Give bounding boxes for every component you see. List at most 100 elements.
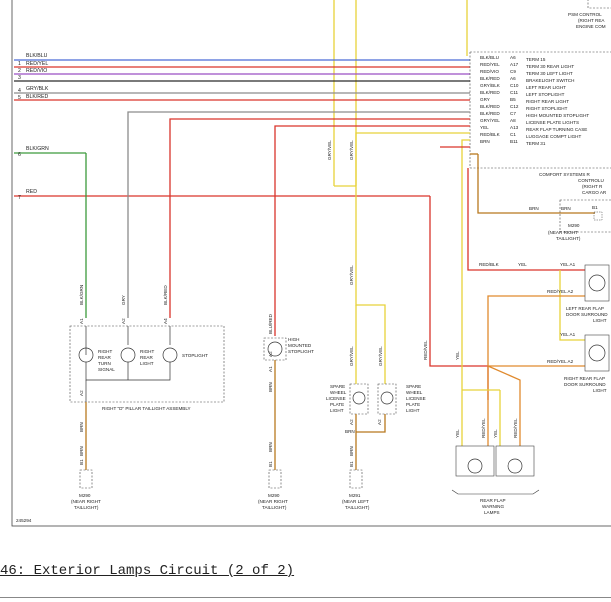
svg-text:WHEEL: WHEEL xyxy=(406,390,423,395)
svg-text:BRN: BRN xyxy=(345,429,355,434)
svg-text:RED/YEL: RED/YEL xyxy=(481,418,486,438)
svg-text:BRN: BRN xyxy=(79,422,84,432)
svg-text:TURN: TURN xyxy=(98,361,111,366)
left-wire-label-6: BLK/GRN xyxy=(26,146,49,152)
module-pin-term: RIGHT REAR LIGHT xyxy=(526,99,569,104)
comfort-label-3: (RIGHT R xyxy=(582,184,603,189)
module-pin-wire: RED/YEL xyxy=(480,62,500,67)
module-pin-term: LEFT REAR LIGHT xyxy=(526,85,566,90)
module-pin-id: B11 xyxy=(510,139,518,144)
left-wire-num-1: 1 xyxy=(18,61,21,67)
vlabel-gry-vel-1: GRY/VEL xyxy=(327,140,332,160)
svg-text:BRN: BRN xyxy=(79,446,84,456)
wiring-diagram: PSM CONTROL (RIGHT REA ENGINE COM BLK/BL… xyxy=(11,0,611,527)
svg-text:LEFT REAR FLAP: LEFT REAR FLAP xyxy=(566,306,604,311)
left-wire-label-2: RED/VIO xyxy=(26,68,47,74)
svg-text:STOPLIGHT: STOPLIGHT xyxy=(288,349,314,354)
psm-label-1: PSM CONTROL xyxy=(568,12,602,17)
svg-text:A2: A2 xyxy=(79,390,84,396)
svg-text:LICENSE: LICENSE xyxy=(326,396,346,401)
svg-text:REAR: REAR xyxy=(140,355,153,360)
module-pin-wire: YEL xyxy=(480,125,489,130)
svg-text:RIGHT: RIGHT xyxy=(140,349,154,354)
svg-text:DOOR SURROUND: DOOR SURROUND xyxy=(566,312,608,317)
svg-text:RIGHT REAR FLAP: RIGHT REAR FLAP xyxy=(564,376,605,381)
brn-ground-desc1: (NEAR RIGHT xyxy=(548,230,578,235)
svg-text:RED/BLK: RED/BLK xyxy=(479,262,500,267)
module-pin-term: BRAKELIGHT SWITCH xyxy=(526,78,574,83)
wire-flap-feed xyxy=(467,168,585,271)
svg-text:BRN: BRN xyxy=(349,446,354,456)
left-wire-group xyxy=(14,59,470,197)
module-pin-wire: BLK/RED xyxy=(480,111,500,116)
svg-text:A2: A2 xyxy=(121,318,126,324)
left-wire-num-7: 7 xyxy=(18,195,21,201)
wire-brn-ground xyxy=(477,154,595,214)
svg-text:STOPLIGHT: STOPLIGHT xyxy=(182,353,208,358)
left-wire-num-4: 4 xyxy=(18,88,21,94)
svg-text:LAMPS: LAMPS xyxy=(484,510,500,515)
svg-text:M290: M290 xyxy=(268,493,280,498)
rear-flap-warning-lamps: YEL RED/YEL YEL RED/YEL REAR FLAP WARNIN… xyxy=(451,418,540,515)
comfort-label-1: COMFORT SYSTEMS R xyxy=(539,172,591,177)
left-wire-label-7: RED xyxy=(26,189,37,195)
svg-text:RED/YEL A2: RED/YEL A2 xyxy=(547,289,574,294)
diagram-id: 245294 xyxy=(16,518,32,523)
svg-text:TAILLIGHT): TAILLIGHT) xyxy=(262,505,287,510)
module-pin-term: TERM 15 xyxy=(526,57,546,62)
module-pin-id: C1 xyxy=(510,132,516,137)
svg-text:BRN: BRN xyxy=(268,442,273,452)
module-pin-id: A8 xyxy=(510,118,516,123)
brn-ground-desc2: TAILLIGHT) xyxy=(556,236,581,241)
svg-text:A4: A4 xyxy=(163,318,168,324)
svg-text:A2: A2 xyxy=(349,419,354,425)
svg-text:PLATE: PLATE xyxy=(406,402,420,407)
module-pin-wire: RED/BLK xyxy=(480,132,501,137)
vlabel-gry-vel-3: GRY/VEL xyxy=(349,265,354,285)
left-wire-label-1: RED/YEL xyxy=(26,61,48,67)
svg-text:M290: M290 xyxy=(79,493,91,498)
svg-text:A2: A2 xyxy=(377,419,382,425)
svg-text:LIGHT: LIGHT xyxy=(140,361,154,366)
psm-control-box xyxy=(587,0,611,9)
vlabel-yel: YEL xyxy=(455,351,460,360)
module-pin-wire: GRY/BLK xyxy=(480,83,501,88)
svg-text:YEL A1: YEL A1 xyxy=(560,332,576,337)
svg-text:RIGHT: RIGHT xyxy=(98,349,112,354)
left-wire-num-3: 3 xyxy=(18,75,21,81)
svg-text:BRN: BRN xyxy=(268,382,273,392)
module-pin-id: A13 xyxy=(510,125,519,130)
high-mounted-stoplight: A2 HIGH MOUNTED STOPLIGHT A1 BRN xyxy=(263,337,314,470)
svg-text:B1: B1 xyxy=(349,461,354,467)
svg-text:A1: A1 xyxy=(268,366,273,372)
module-pin-id: A17 xyxy=(510,62,519,67)
vlabel-blk-red: BLK/RED xyxy=(163,285,168,305)
module-pin-wire: BLK/BLU xyxy=(480,55,499,60)
brn-label-1: BRN xyxy=(529,206,539,211)
comfort-label-4: CARGO AR xyxy=(582,190,607,195)
module-pin-id: C12 xyxy=(510,104,519,109)
svg-text:YEL: YEL xyxy=(455,429,460,438)
svg-text:HIGH: HIGH xyxy=(288,337,299,342)
left-wire-num-6: 6 xyxy=(18,152,21,158)
svg-text:B1: B1 xyxy=(79,459,84,465)
comfort-module-box xyxy=(559,199,611,233)
left-wire-label-5: BLK/RED xyxy=(26,94,48,100)
vlabel-red-vel: RED/VEL xyxy=(423,340,428,360)
module-pin-id: B5 xyxy=(510,97,516,102)
module-pin-wire: BLK/RED xyxy=(480,90,500,95)
left-wire-num-2: 2 xyxy=(18,68,21,74)
wire-gry-yel-a8 xyxy=(355,132,470,384)
module-pin-id: A6 xyxy=(510,55,516,60)
svg-text:DOOR SURROUND: DOOR SURROUND xyxy=(564,382,606,387)
module-pin-id: C9 xyxy=(510,69,516,74)
module-pin-term: HIGH MOUNTED STOPLIGHT xyxy=(526,113,589,118)
module-pin-id: C7 xyxy=(510,111,516,116)
wire-yel-a13 xyxy=(461,139,470,446)
module-pin-wire: BLK/RED xyxy=(480,104,500,109)
svg-text:LIGHT: LIGHT xyxy=(593,388,607,393)
vlabel-gry: GRY xyxy=(121,295,126,305)
svg-text:SIGNAL: SIGNAL xyxy=(98,367,115,372)
left-wire-num-5: 5 xyxy=(18,95,21,101)
